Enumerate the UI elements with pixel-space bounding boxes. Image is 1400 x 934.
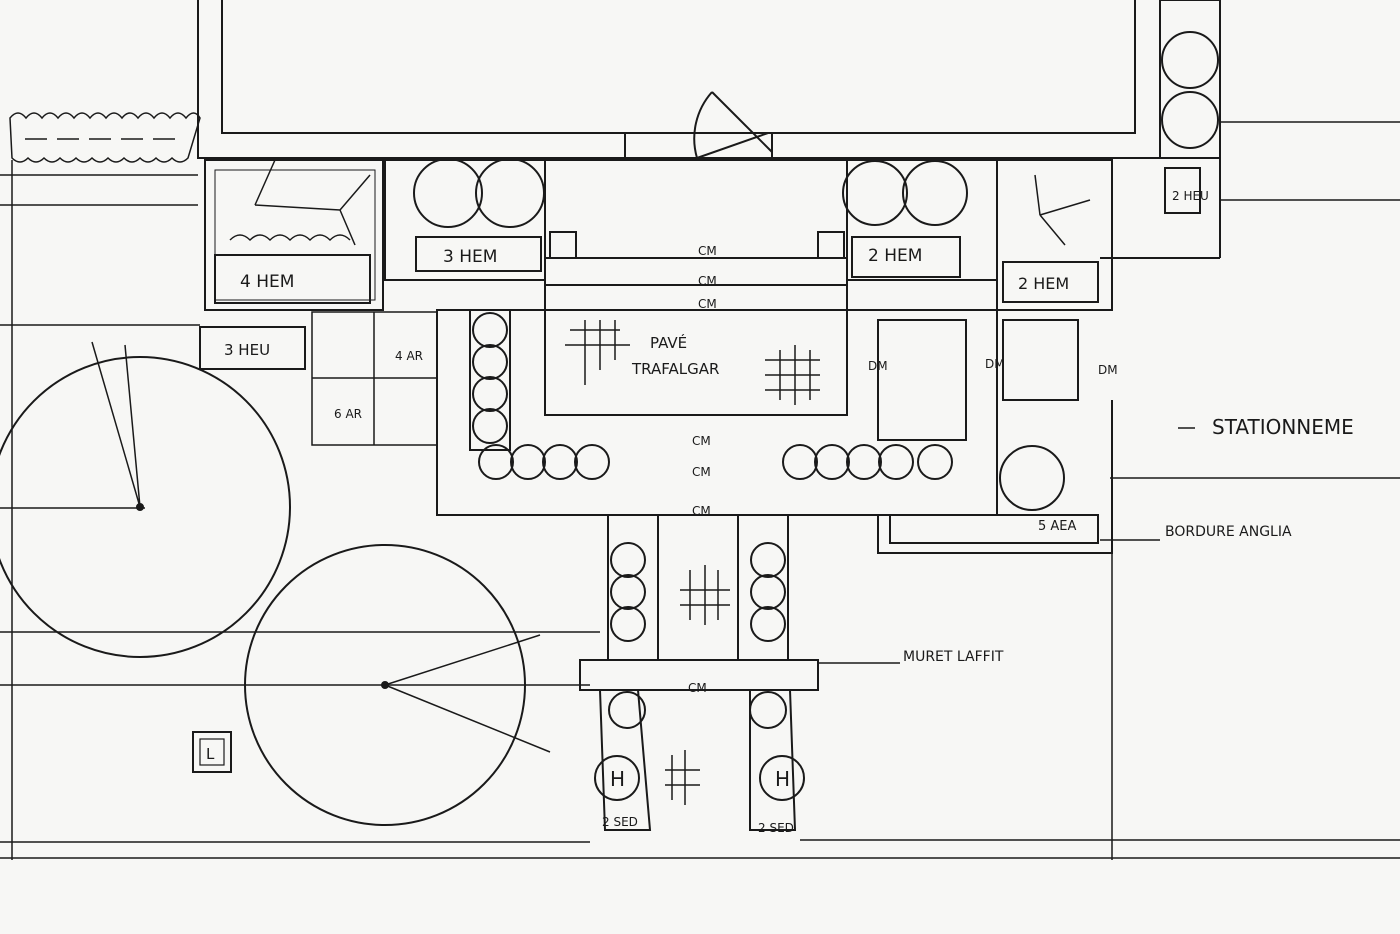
- l-marker-box: [192, 731, 232, 773]
- south-path: [579, 514, 819, 831]
- box-4-hem: [214, 254, 371, 304]
- label-hem-2-right: 2 HEM: [1018, 274, 1069, 293]
- walkway: [436, 309, 1079, 516]
- central-paving: [544, 159, 848, 416]
- label-cm-5: CM: [692, 465, 711, 479]
- right-bed: [996, 159, 1201, 311]
- label-pave: PAVÉ: [650, 333, 687, 352]
- label-ar-4: 4 AR: [395, 349, 423, 363]
- label-hem-3: 3 HEM: [443, 247, 497, 267]
- label-aea-5: 5 AEA: [1038, 519, 1077, 534]
- label-hem-2-left: 2 HEM: [868, 246, 922, 266]
- bordure-bed: [877, 400, 1113, 554]
- label-cm-4: CM: [692, 434, 711, 448]
- label-heu-2: 2 HEU: [1172, 189, 1209, 203]
- guide-lines: [0, 160, 1400, 860]
- label-dm-2: DM: [985, 357, 1005, 371]
- label-heu-3: 3 HEU: [224, 341, 270, 359]
- label-dm-1: DM: [868, 359, 888, 373]
- label-h-right: H: [775, 767, 790, 791]
- tree-left: [0, 341, 291, 658]
- label-muret: MURET LAFFIT: [903, 649, 1004, 665]
- label-l-marker: L: [206, 745, 215, 763]
- hedge-outline: [9, 112, 201, 163]
- leader-lines: [818, 427, 1195, 664]
- label-ar-6: 6 AR: [334, 407, 362, 421]
- right-hedge-circles: [1159, 0, 1221, 159]
- label-trafalgar: TRAFALGAR: [631, 360, 719, 378]
- label-stationnement: STATIONNEME: [1212, 415, 1354, 439]
- left-bed: [204, 159, 384, 311]
- label-cm-6: CM: [692, 504, 711, 518]
- label-cm-7: CM: [688, 681, 707, 695]
- label-hem-4: 4 HEM: [240, 272, 294, 292]
- tree-right: [244, 544, 551, 826]
- tiled-squares-left: [311, 311, 438, 446]
- label-dm-3: DM: [1098, 363, 1118, 377]
- label-cm-3: CM: [698, 297, 717, 311]
- label-bordure: BORDURE ANGLIA: [1165, 524, 1292, 540]
- label-cm-1: CM: [698, 244, 717, 258]
- label-sed-right: 2 SED: [758, 821, 794, 835]
- label-sed-left: 2 SED: [602, 815, 638, 829]
- label-cm-2: CM: [698, 274, 717, 288]
- box-3-heu: [199, 326, 306, 370]
- label-h-left: H: [610, 767, 625, 791]
- door-swing: [624, 91, 773, 159]
